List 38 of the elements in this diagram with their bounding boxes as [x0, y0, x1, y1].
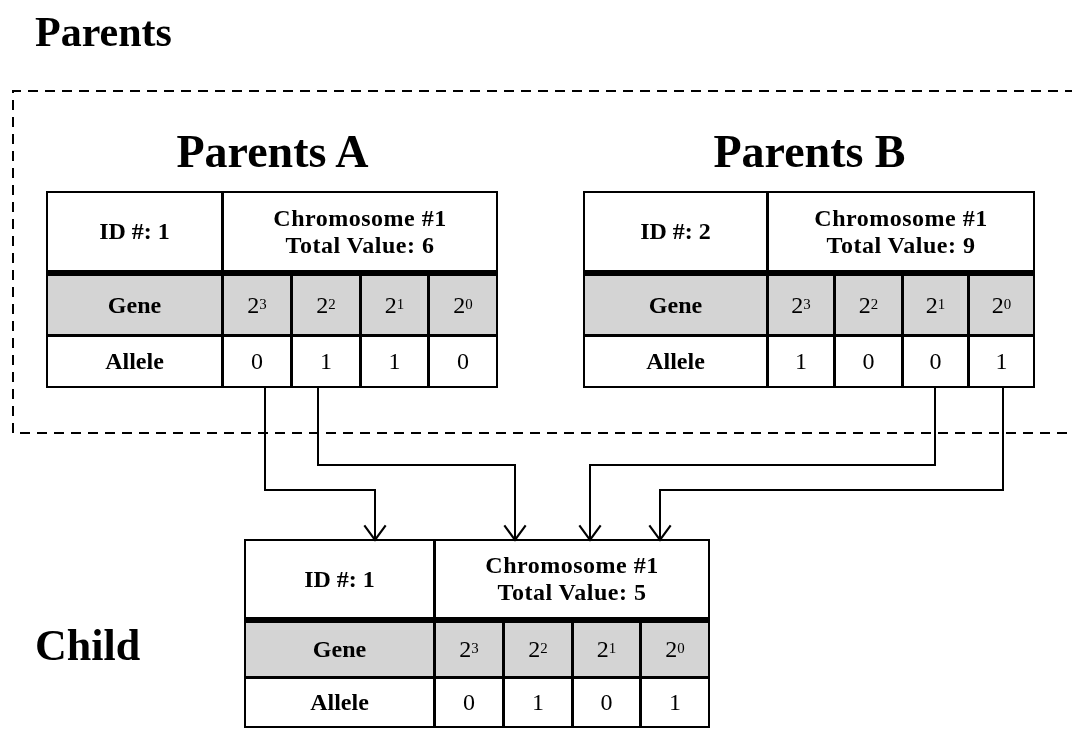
row-header-cell: Allele — [244, 677, 435, 728]
gene-exponent-cell: 2$^{2}$ — [291, 274, 361, 336]
gene-exponent-cell: 2$^{0}$ — [968, 274, 1035, 336]
table-heading: Parents B — [712, 125, 907, 178]
allele-value-cell: 0 — [434, 677, 504, 728]
gene-exponent-cell: 2$^{0}$ — [428, 274, 498, 336]
allele-value-cell: 0 — [222, 335, 292, 388]
row-header-cell: Allele — [583, 335, 768, 388]
allele-value-cell: 1 — [503, 677, 573, 728]
arrow — [648, 387, 1004, 542]
gene-exponent-cell: 2$^{3}$ — [222, 274, 292, 336]
gene-exponent-cell: 2$^{1}$ — [572, 621, 641, 678]
allele-value-cell: 1 — [360, 335, 429, 388]
allele-value-cell: 0 — [572, 677, 641, 728]
allele-value-cell: 0 — [902, 335, 969, 388]
allele-value-cell: 0 — [428, 335, 498, 388]
gene-exponent-cell: 2$^{2}$ — [834, 274, 903, 336]
gene-exponent-cell: 2$^{2}$ — [503, 621, 573, 678]
allele-value-cell: 0 — [834, 335, 903, 388]
allele-value-cell: 1 — [767, 335, 835, 388]
arrow — [578, 387, 936, 542]
group-heading: Parents — [35, 8, 172, 56]
table-heading: Parents A — [175, 125, 370, 178]
arrow — [264, 387, 387, 542]
row-header-cell: Gene — [46, 274, 223, 336]
gene-exponent-cell: 2$^{1}$ — [360, 274, 429, 336]
allele-value-cell: 1 — [640, 677, 710, 728]
gene-exponent-cell: 2$^{3}$ — [434, 621, 504, 678]
allele-value-cell: 1 — [291, 335, 361, 388]
gene-exponent-cell: 2$^{1}$ — [902, 274, 969, 336]
gene-exponent-cell: 2$^{0}$ — [640, 621, 710, 678]
allele-value-cell: 1 — [968, 335, 1035, 388]
gene-exponent-cell: 2$^{3}$ — [767, 274, 835, 336]
row-header-cell: Gene — [583, 274, 768, 336]
row-header-cell: Allele — [46, 335, 223, 388]
arrow — [317, 387, 527, 542]
row-header-cell: Gene — [244, 621, 435, 678]
table-heading: Child — [35, 620, 141, 671]
